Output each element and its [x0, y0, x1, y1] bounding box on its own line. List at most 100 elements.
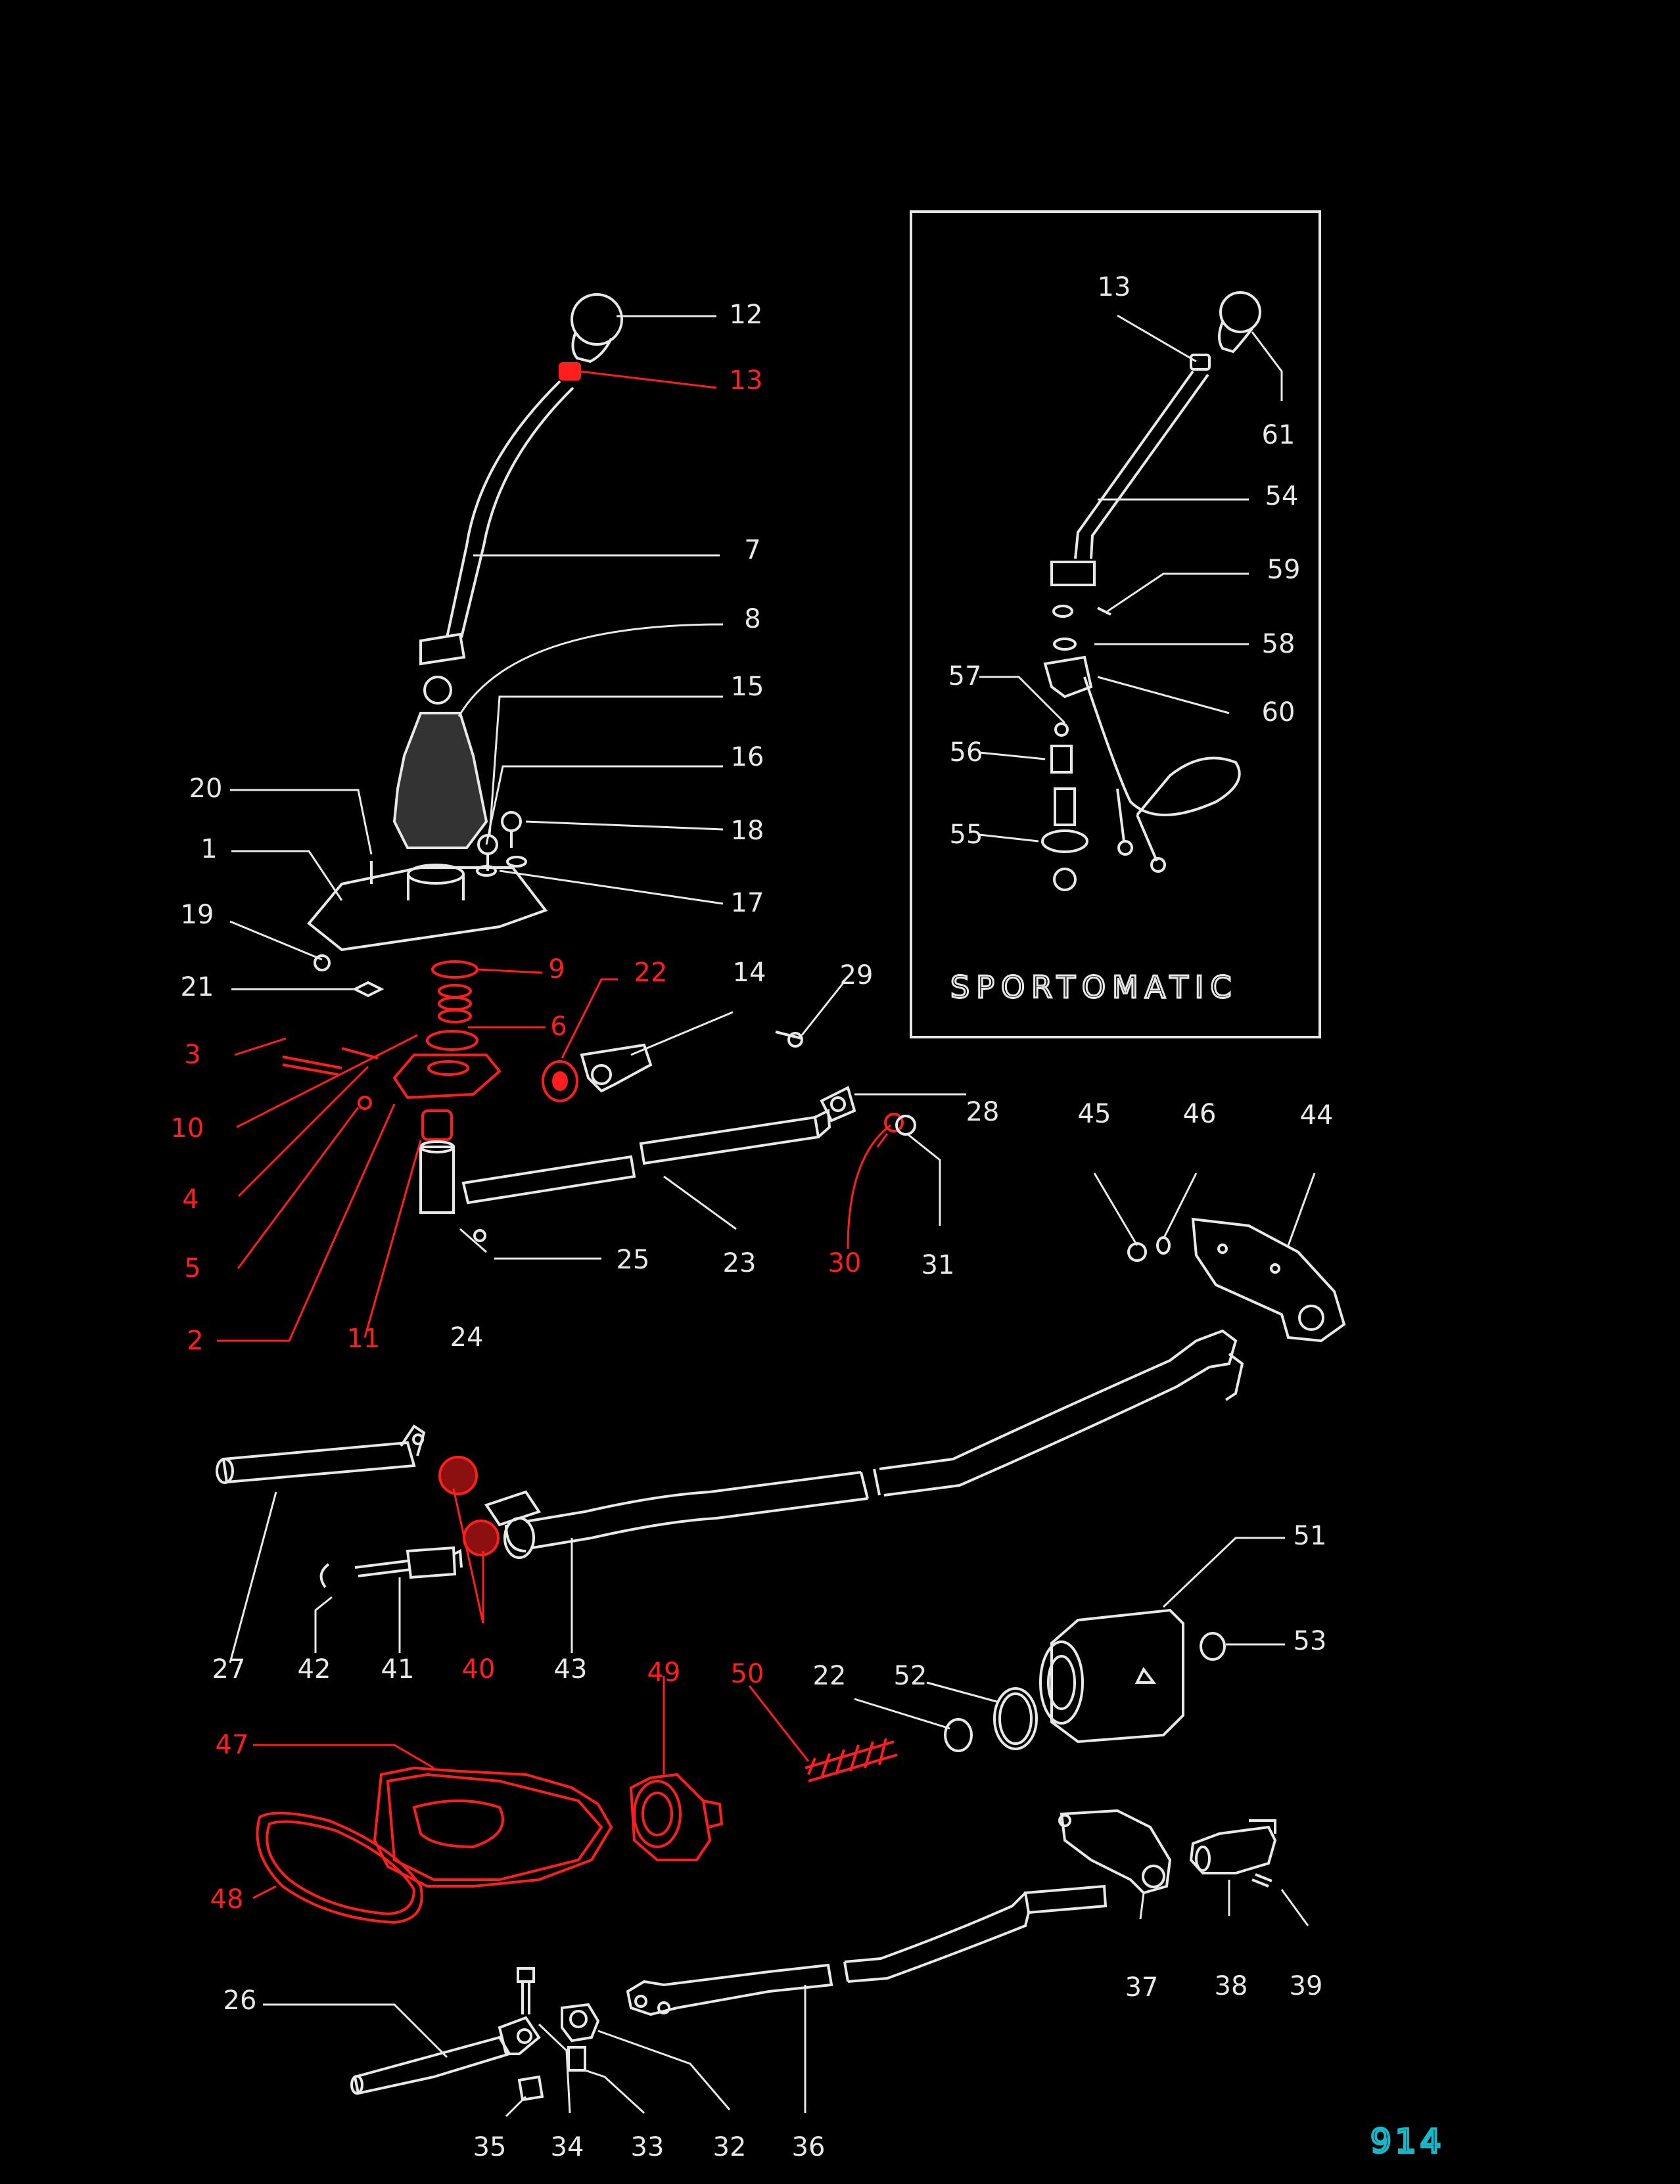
- callout-19: 19: [181, 900, 214, 930]
- clamp-38: [1189, 1819, 1277, 1888]
- spring-50-red: [805, 1738, 898, 1782]
- leader-lines-white: [229, 314, 1316, 2118]
- callout-22: 22: [813, 1661, 847, 1691]
- sportomatic-inset: [910, 210, 1321, 1038]
- bolt-and-nut-34-35: [517, 1967, 544, 2102]
- callout-54: 54: [1265, 481, 1299, 511]
- spring-and-rings: [426, 960, 478, 1051]
- callout-27: 27: [212, 1654, 246, 1684]
- callout-23: 23: [723, 1248, 757, 1278]
- callout-31: 31: [922, 1250, 955, 1280]
- boot-49-red: [629, 1773, 724, 1861]
- callout-56: 56: [950, 737, 983, 768]
- rear-shift-rod-36: [626, 1884, 1108, 2016]
- bushing: [421, 1109, 453, 1141]
- callout-44: 44: [1300, 1100, 1334, 1130]
- callout-8: 8: [744, 604, 760, 634]
- callout-labels: 12 13 7 8 15 16 20 18 1 17 19 9 22 14 29…: [171, 272, 1334, 2162]
- rubber-boot: [392, 712, 488, 849]
- callout-50: 50: [731, 1659, 764, 1689]
- callout-39: 39: [1290, 1971, 1323, 2001]
- callout-10: 10: [171, 1113, 204, 1144]
- callout-21: 21: [181, 972, 214, 1002]
- callout-38: 38: [1215, 1971, 1248, 2001]
- callout-22-red: 22: [634, 958, 668, 988]
- bracket-37: [1058, 1809, 1172, 1895]
- callout-17: 17: [731, 888, 764, 918]
- callout-13: 13: [730, 365, 763, 396]
- callout-33: 33: [631, 2132, 665, 2162]
- knob-collar: [559, 362, 581, 381]
- callout-14: 14: [733, 958, 766, 988]
- callout-48: 48: [210, 1884, 244, 1915]
- callout-9: 9: [548, 954, 565, 985]
- cover-47-red: [373, 1766, 613, 1888]
- callout-40: 40: [462, 1654, 496, 1684]
- rings-22-52: [944, 1687, 1038, 1752]
- callout-26: 26: [223, 1986, 257, 2016]
- callout-20: 20: [189, 774, 223, 804]
- callout-37: 37: [1125, 1972, 1159, 2003]
- callout-32: 32: [713, 2132, 747, 2162]
- callout-24: 24: [450, 1322, 484, 1353]
- pin-41: [319, 1546, 463, 1589]
- front-rod-26: [350, 2016, 541, 2095]
- callout-46: 46: [1183, 1099, 1217, 1129]
- callout-2: 2: [187, 1326, 203, 1356]
- coupling: [419, 1140, 486, 1242]
- callout-6: 6: [550, 1011, 567, 1042]
- callout-34: 34: [551, 2132, 584, 2162]
- shift-knob: [571, 293, 623, 363]
- callout-1: 1: [200, 834, 217, 864]
- coupling-28: [775, 1031, 856, 1123]
- shift-housing: [307, 861, 548, 998]
- nut-30-red: [884, 1113, 904, 1132]
- main-shift-rod-43: [484, 1329, 1244, 1559]
- case-51: [1039, 1608, 1226, 1744]
- callout-7: 7: [744, 535, 760, 565]
- callout-30: 30: [828, 1248, 862, 1278]
- callout-51: 51: [1294, 1521, 1327, 1551]
- callout-41: 41: [381, 1654, 415, 1684]
- callout-57: 57: [948, 661, 982, 691]
- callout-45: 45: [1078, 1099, 1111, 1129]
- callout-59: 59: [1267, 555, 1301, 585]
- callout-49: 49: [647, 1658, 681, 1688]
- lever-44: [1191, 1217, 1346, 1343]
- seal-48-red: [256, 1811, 423, 1924]
- inset-title: SPORTOMATIC: [950, 969, 1238, 1005]
- callout-53: 53: [1294, 1626, 1327, 1656]
- callout-42: 42: [298, 1654, 331, 1684]
- callout-47: 47: [216, 1730, 249, 1760]
- callout-4: 4: [182, 1184, 198, 1215]
- bracket-14: [580, 1043, 653, 1093]
- callout-36: 36: [792, 2132, 826, 2162]
- callout-12: 12: [730, 300, 763, 330]
- nut-31: [895, 1115, 916, 1136]
- front-shift-rod: [461, 1108, 831, 1205]
- leader-lines-red: [217, 370, 891, 1899]
- callout-3: 3: [184, 1040, 200, 1070]
- housing-bolts: [476, 811, 527, 877]
- callout-43: 43: [554, 1654, 588, 1684]
- callout-28: 28: [966, 1097, 1000, 1127]
- callout-55: 55: [950, 820, 983, 850]
- callout-60: 60: [1262, 697, 1295, 728]
- callout-13-inset: 13: [1098, 272, 1131, 302]
- callout-29: 29: [840, 960, 874, 990]
- callout-58: 58: [1262, 629, 1295, 659]
- guide-block: [282, 1047, 502, 1110]
- brand-mark: 914: [1370, 2122, 1445, 2160]
- callout-18: 18: [731, 816, 764, 846]
- callout-35: 35: [473, 2132, 507, 2162]
- callout-15: 15: [731, 672, 764, 702]
- bushing-22-red: [542, 1060, 578, 1102]
- callout-11: 11: [347, 1324, 381, 1354]
- callout-16: 16: [731, 742, 764, 772]
- lever-27: [216, 1424, 426, 1484]
- callout-61: 61: [1262, 420, 1295, 450]
- shift-lever-rod: [419, 380, 574, 705]
- callout-52: 52: [894, 1661, 927, 1691]
- callout-5: 5: [184, 1253, 200, 1284]
